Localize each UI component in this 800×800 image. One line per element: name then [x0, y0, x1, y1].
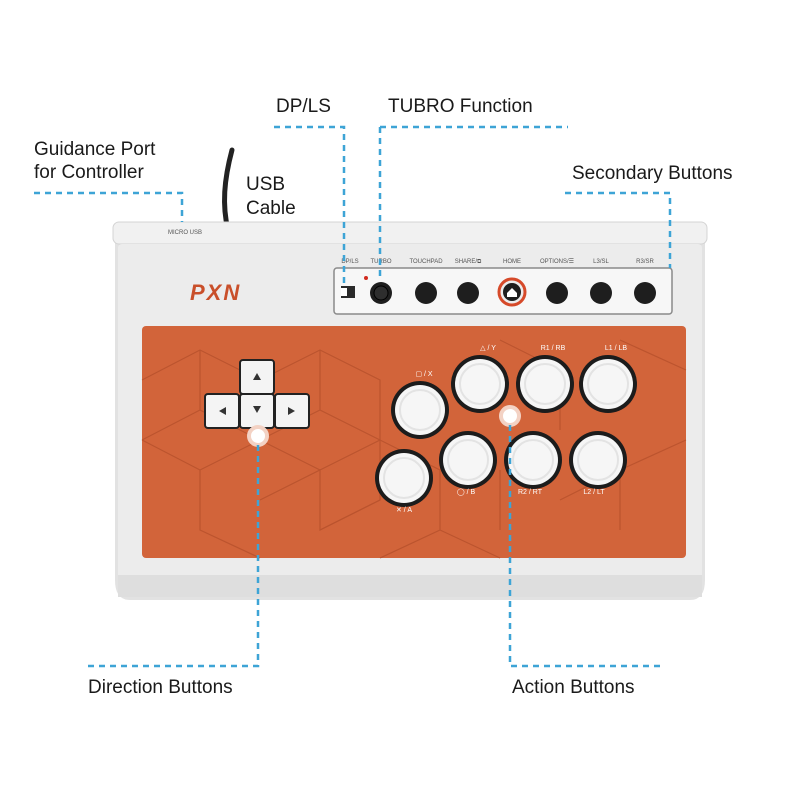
callout-guidance-line1: Guidance Port: [34, 139, 156, 160]
action-buttons: ▢ / X △ / Y R1 / RB L1 / LB ◯ / B ✕ / A R2 / R…: [375, 345, 637, 514]
home-button[interactable]: [497, 277, 527, 307]
action-label-b: ◯ / B: [457, 488, 476, 496]
dpad-down-arrow-icon[interactable]: [253, 406, 261, 413]
action-button-a[interactable]: [375, 449, 433, 507]
action-label-r2: R2 / RT: [518, 489, 543, 496]
action-label-x: ▢ / X: [415, 371, 432, 378]
dpad-left-arrow-icon[interactable]: [219, 407, 226, 415]
callout-action-buttons: Action Buttons: [512, 677, 635, 698]
action-button-l1[interactable]: [579, 355, 637, 413]
action-label-y: △ / Y: [480, 345, 496, 352]
panel-label-0: DP/LS: [341, 259, 358, 265]
action-button-l2[interactable]: [569, 431, 627, 489]
action-button-r2[interactable]: [504, 431, 562, 489]
direction-buttons: [204, 359, 310, 429]
callout-usb-line1: USB: [246, 174, 286, 195]
panel-label-3: SHARE/⧉: [455, 259, 482, 265]
panel-label-2: TOUCHPAD: [409, 259, 443, 265]
share-button[interactable]: [457, 282, 479, 304]
action-label-a: ✕ / A: [396, 507, 412, 514]
callout-turbo-function: TUBRO Function: [388, 96, 533, 117]
micro-usb-port-label: MICRO USB: [168, 230, 202, 236]
callout-secondary-buttons: Secondary Buttons: [572, 163, 733, 184]
callout-dp-ls: DP/LS: [276, 96, 331, 117]
panel-label-5: OPTIONS/☰: [540, 258, 574, 265]
callout-lines: [34, 125, 672, 668]
action-button-r1[interactable]: [516, 355, 574, 413]
dpad-right-arrow-icon[interactable]: [288, 407, 295, 415]
usb-cable: [222, 147, 235, 233]
callout-guidance-line2: for Controller: [34, 162, 144, 183]
action-hotspot: [499, 405, 521, 427]
panel-label-4: HOME: [503, 259, 521, 265]
action-label-r1: R1 / RB: [541, 345, 566, 352]
turbo-button[interactable]: [370, 282, 392, 304]
action-button-b[interactable]: [439, 431, 497, 489]
action-label-l2: L2 / LT: [583, 489, 605, 496]
action-button-x[interactable]: [391, 381, 449, 439]
r3-sr-button[interactable]: [634, 282, 656, 304]
dpad-up-arrow-icon[interactable]: [253, 373, 261, 380]
panel-label-6: L3/SL: [593, 259, 609, 265]
options-button[interactable]: [546, 282, 568, 304]
pxn-logo: PXN: [190, 280, 241, 305]
callout-direction-buttons: Direction Buttons: [88, 677, 233, 698]
action-label-l1: L1 / LB: [605, 345, 628, 352]
action-button-y[interactable]: [451, 355, 509, 413]
direction-hotspot: [247, 425, 269, 447]
panel-label-7: R3/SR: [636, 259, 654, 265]
turbo-indicator-led: [364, 276, 368, 280]
callout-usb-line2: Cable: [246, 198, 296, 219]
dp-ls-switch[interactable]: [341, 286, 355, 298]
touchpad-button[interactable]: [415, 282, 437, 304]
l3-sl-button[interactable]: [590, 282, 612, 304]
